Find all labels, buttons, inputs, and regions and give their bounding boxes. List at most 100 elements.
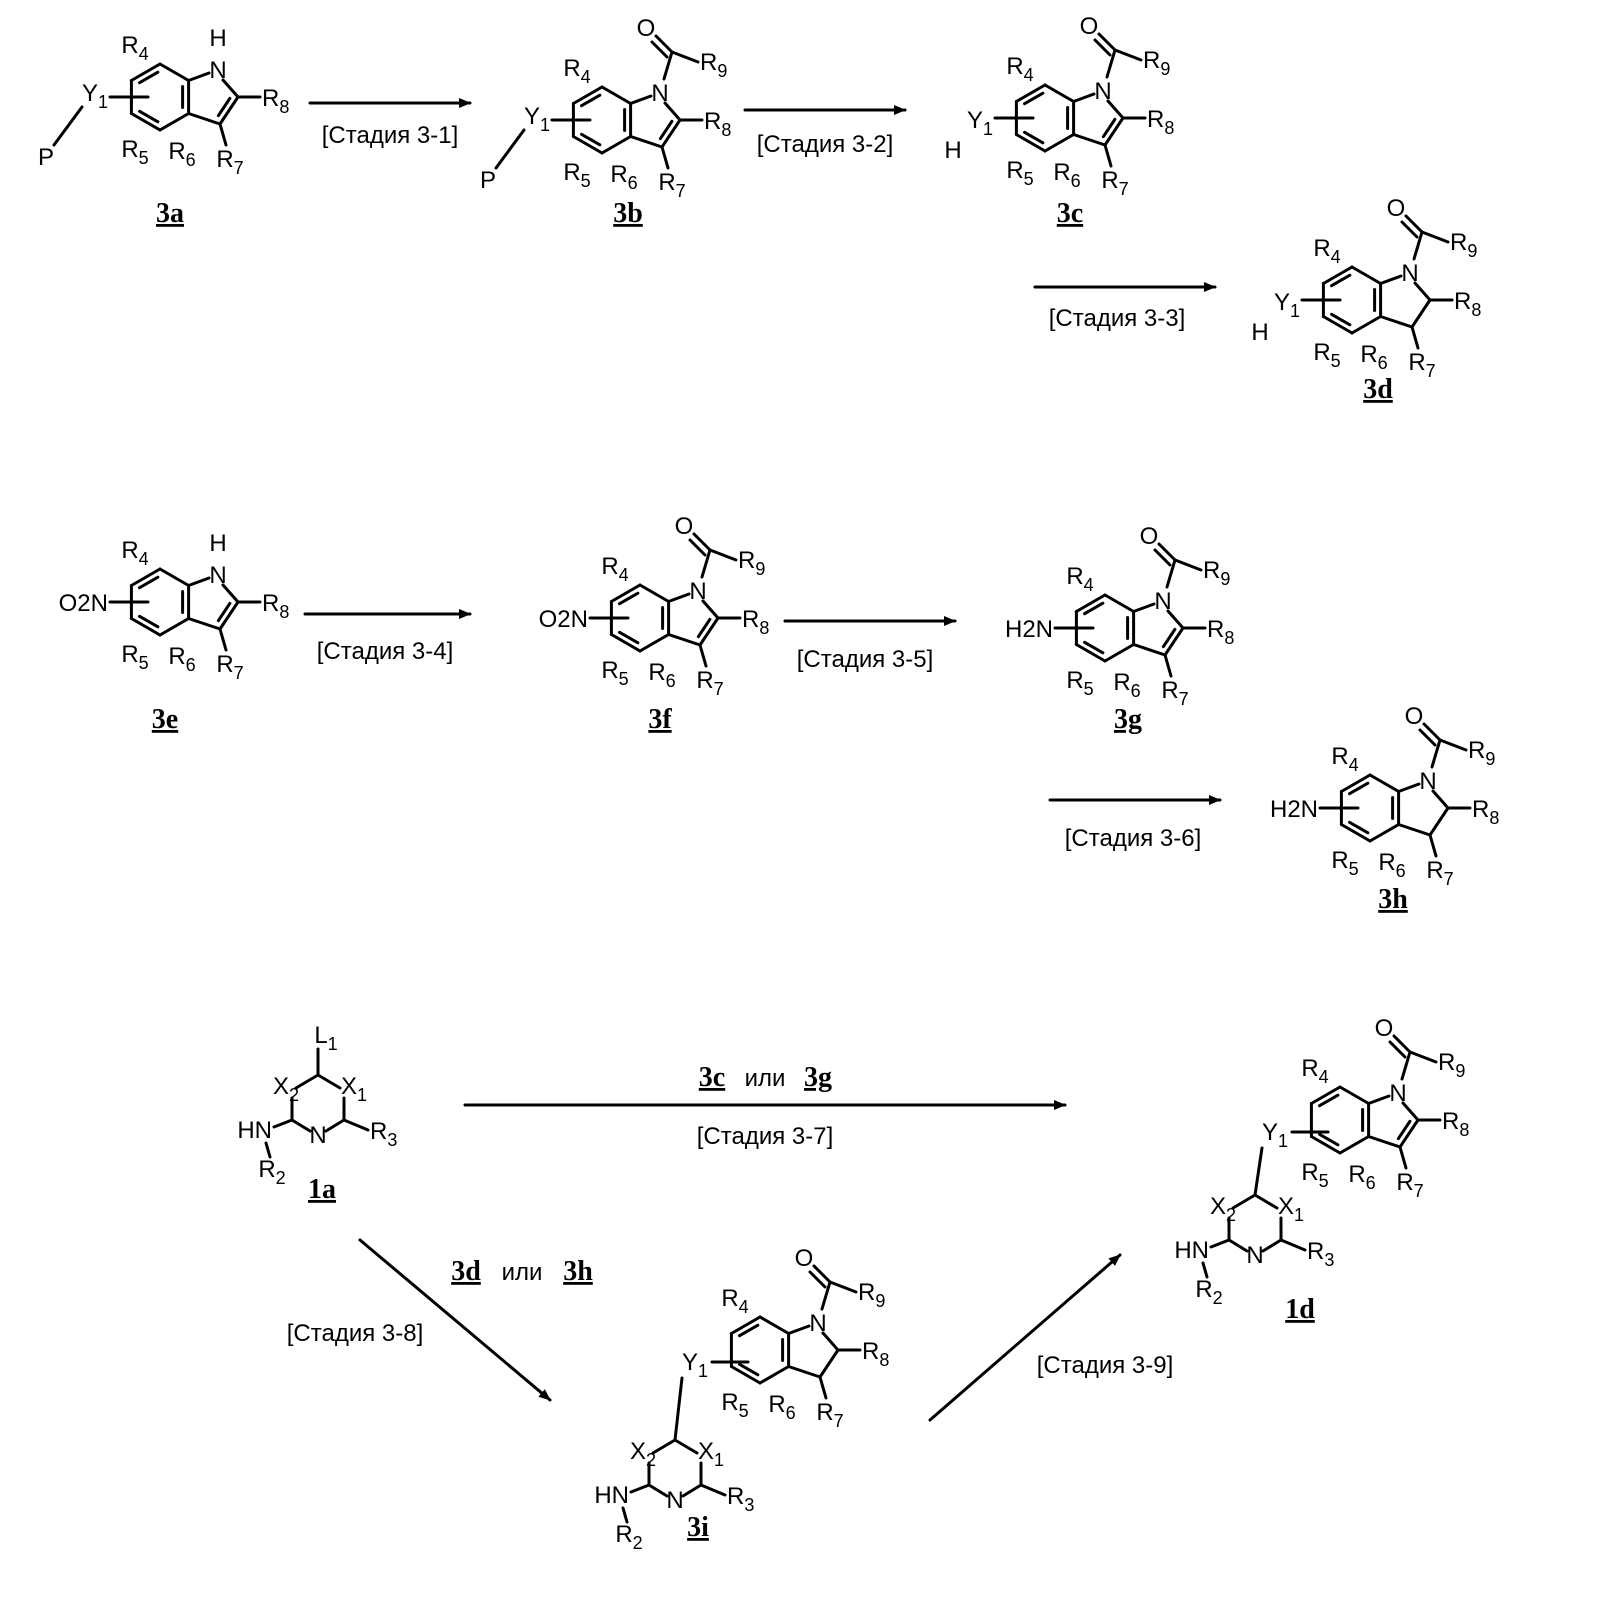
atom-label-r7: R7 — [1161, 677, 1188, 709]
benzene-bond — [1045, 135, 1074, 152]
atom-label-o: O — [675, 513, 694, 540]
atom-label-r3: R3 — [1307, 1238, 1334, 1270]
atom-label-n: N — [209, 57, 226, 84]
compound-label-1a: 1a — [308, 1174, 336, 1205]
atom-label-r5: R5 — [1313, 339, 1340, 371]
ring-bond — [189, 578, 209, 586]
benzene-bond — [1352, 267, 1381, 284]
reagent-or: или — [745, 1065, 786, 1092]
reagent-3g: 3g — [804, 1062, 832, 1093]
ring-bond — [1399, 784, 1419, 792]
atom-label-n: N — [1154, 588, 1171, 615]
atom-label-r8: R8 — [862, 1338, 889, 1370]
bond-r7 — [1165, 655, 1171, 676]
bond-r7 — [1430, 835, 1436, 856]
atom-label-p: P — [480, 167, 496, 194]
ring-bond — [1381, 317, 1412, 328]
ring-bond — [1233, 1195, 1255, 1208]
atom-label-r8: R8 — [704, 108, 731, 140]
ring-bond — [653, 1440, 675, 1453]
ring-bond — [1412, 300, 1430, 327]
atom-label-n: N — [1246, 1242, 1263, 1269]
benzene-bond — [640, 585, 669, 602]
atom-label-r5: R5 — [1331, 847, 1358, 879]
bond-r9 — [710, 550, 736, 560]
atom-label-r5: R5 — [1006, 157, 1033, 189]
bond-r9 — [1440, 740, 1466, 750]
atom-label-o: O — [1387, 195, 1406, 222]
benzene-bond — [1352, 317, 1381, 334]
step-label-3-4: [Стадия 3-4] — [317, 638, 454, 665]
atom-label-r3: R3 — [370, 1118, 397, 1150]
atom-label-r5: R5 — [601, 657, 628, 689]
benzene-bond — [760, 1317, 789, 1334]
bond-r2 — [623, 1508, 627, 1522]
compound-label-3e: 3e — [152, 704, 178, 735]
arrow-step-3-9 — [930, 1255, 1120, 1420]
atom-label-r6: R6 — [610, 161, 637, 193]
atom-label-x2: X2 — [1210, 1193, 1236, 1225]
atom-label-r4: R4 — [721, 1285, 748, 1317]
step-label-3-9: [Стадия 3-9] — [1037, 1352, 1174, 1379]
linker-bond — [675, 1378, 682, 1440]
ring-bond — [1381, 276, 1401, 284]
atom-label-n: N — [809, 1310, 826, 1337]
atom-label-r6: R6 — [768, 1391, 795, 1423]
atom-label-h: H — [944, 137, 961, 164]
step-label-3-7: [Стадия 3-7] — [697, 1123, 834, 1150]
ring-bond — [318, 1075, 340, 1088]
atom-label-r4: R4 — [563, 55, 590, 87]
benzene-bond — [160, 569, 189, 586]
ring-bond — [675, 1440, 697, 1453]
benzene-bond — [160, 64, 189, 81]
bond-r2 — [1203, 1263, 1207, 1277]
compound-label-3b: 3b — [613, 198, 643, 229]
atom-label-n: N — [1094, 78, 1111, 105]
atom-label-y1: Y1 — [967, 107, 993, 139]
step-label-3-2: [Стадия 3-2] — [757, 131, 894, 158]
atom-label-r5: R5 — [721, 1389, 748, 1421]
atom-label-r2: R2 — [258, 1156, 285, 1188]
ring-bond — [1369, 1096, 1389, 1104]
atom-label-n: N — [309, 1122, 326, 1149]
bond-r7 — [1412, 327, 1418, 348]
bond-r3 — [701, 1485, 725, 1495]
atom-label-o: O — [637, 15, 656, 42]
bond-r2 — [266, 1143, 270, 1157]
step-label-3-3: [Стадия 3-3] — [1049, 305, 1186, 332]
atom-label-r7: R7 — [216, 651, 243, 683]
atom-label-r6: R6 — [1113, 669, 1140, 701]
atom-label-r4: R4 — [1006, 53, 1033, 85]
atom-label-o2n: O2N — [539, 606, 588, 633]
atom-label-x2: X2 — [273, 1073, 299, 1105]
bond-r7 — [220, 124, 226, 145]
atom-label-n: N — [651, 80, 668, 107]
ring-bond — [326, 1120, 344, 1131]
compound-label-3f: 3f — [648, 704, 672, 735]
atom-label-r6: R6 — [1378, 849, 1405, 881]
atom-label-r8: R8 — [1442, 1108, 1469, 1140]
bond-r9 — [1175, 560, 1201, 570]
bond-r3 — [344, 1120, 368, 1130]
atom-label-r7: R7 — [1408, 349, 1435, 381]
ring-bond — [669, 594, 689, 602]
atom-label-r6: R6 — [1053, 159, 1080, 191]
ring-bond — [189, 114, 220, 125]
step-label-3-6: [Стадия 3-6] — [1065, 825, 1202, 852]
benzene-bond — [640, 635, 669, 652]
ring-bond — [189, 73, 209, 81]
atom-label-y1: Y1 — [1274, 289, 1300, 321]
atom-label-r9: R9 — [858, 1279, 885, 1311]
ring-bond — [189, 619, 220, 630]
atom-label-r6: R6 — [1348, 1161, 1375, 1193]
bond-r3 — [1281, 1240, 1305, 1250]
atom-label-r4: R4 — [121, 32, 148, 64]
atom-label-r9: R9 — [1468, 737, 1495, 769]
benzene-bond — [760, 1367, 789, 1384]
bond-r9 — [1115, 50, 1141, 60]
benzene-bond — [602, 137, 631, 154]
atom-label-o2n: O2N — [59, 590, 108, 617]
atom-label-o: O — [1405, 703, 1424, 730]
bond-r7 — [662, 147, 668, 168]
